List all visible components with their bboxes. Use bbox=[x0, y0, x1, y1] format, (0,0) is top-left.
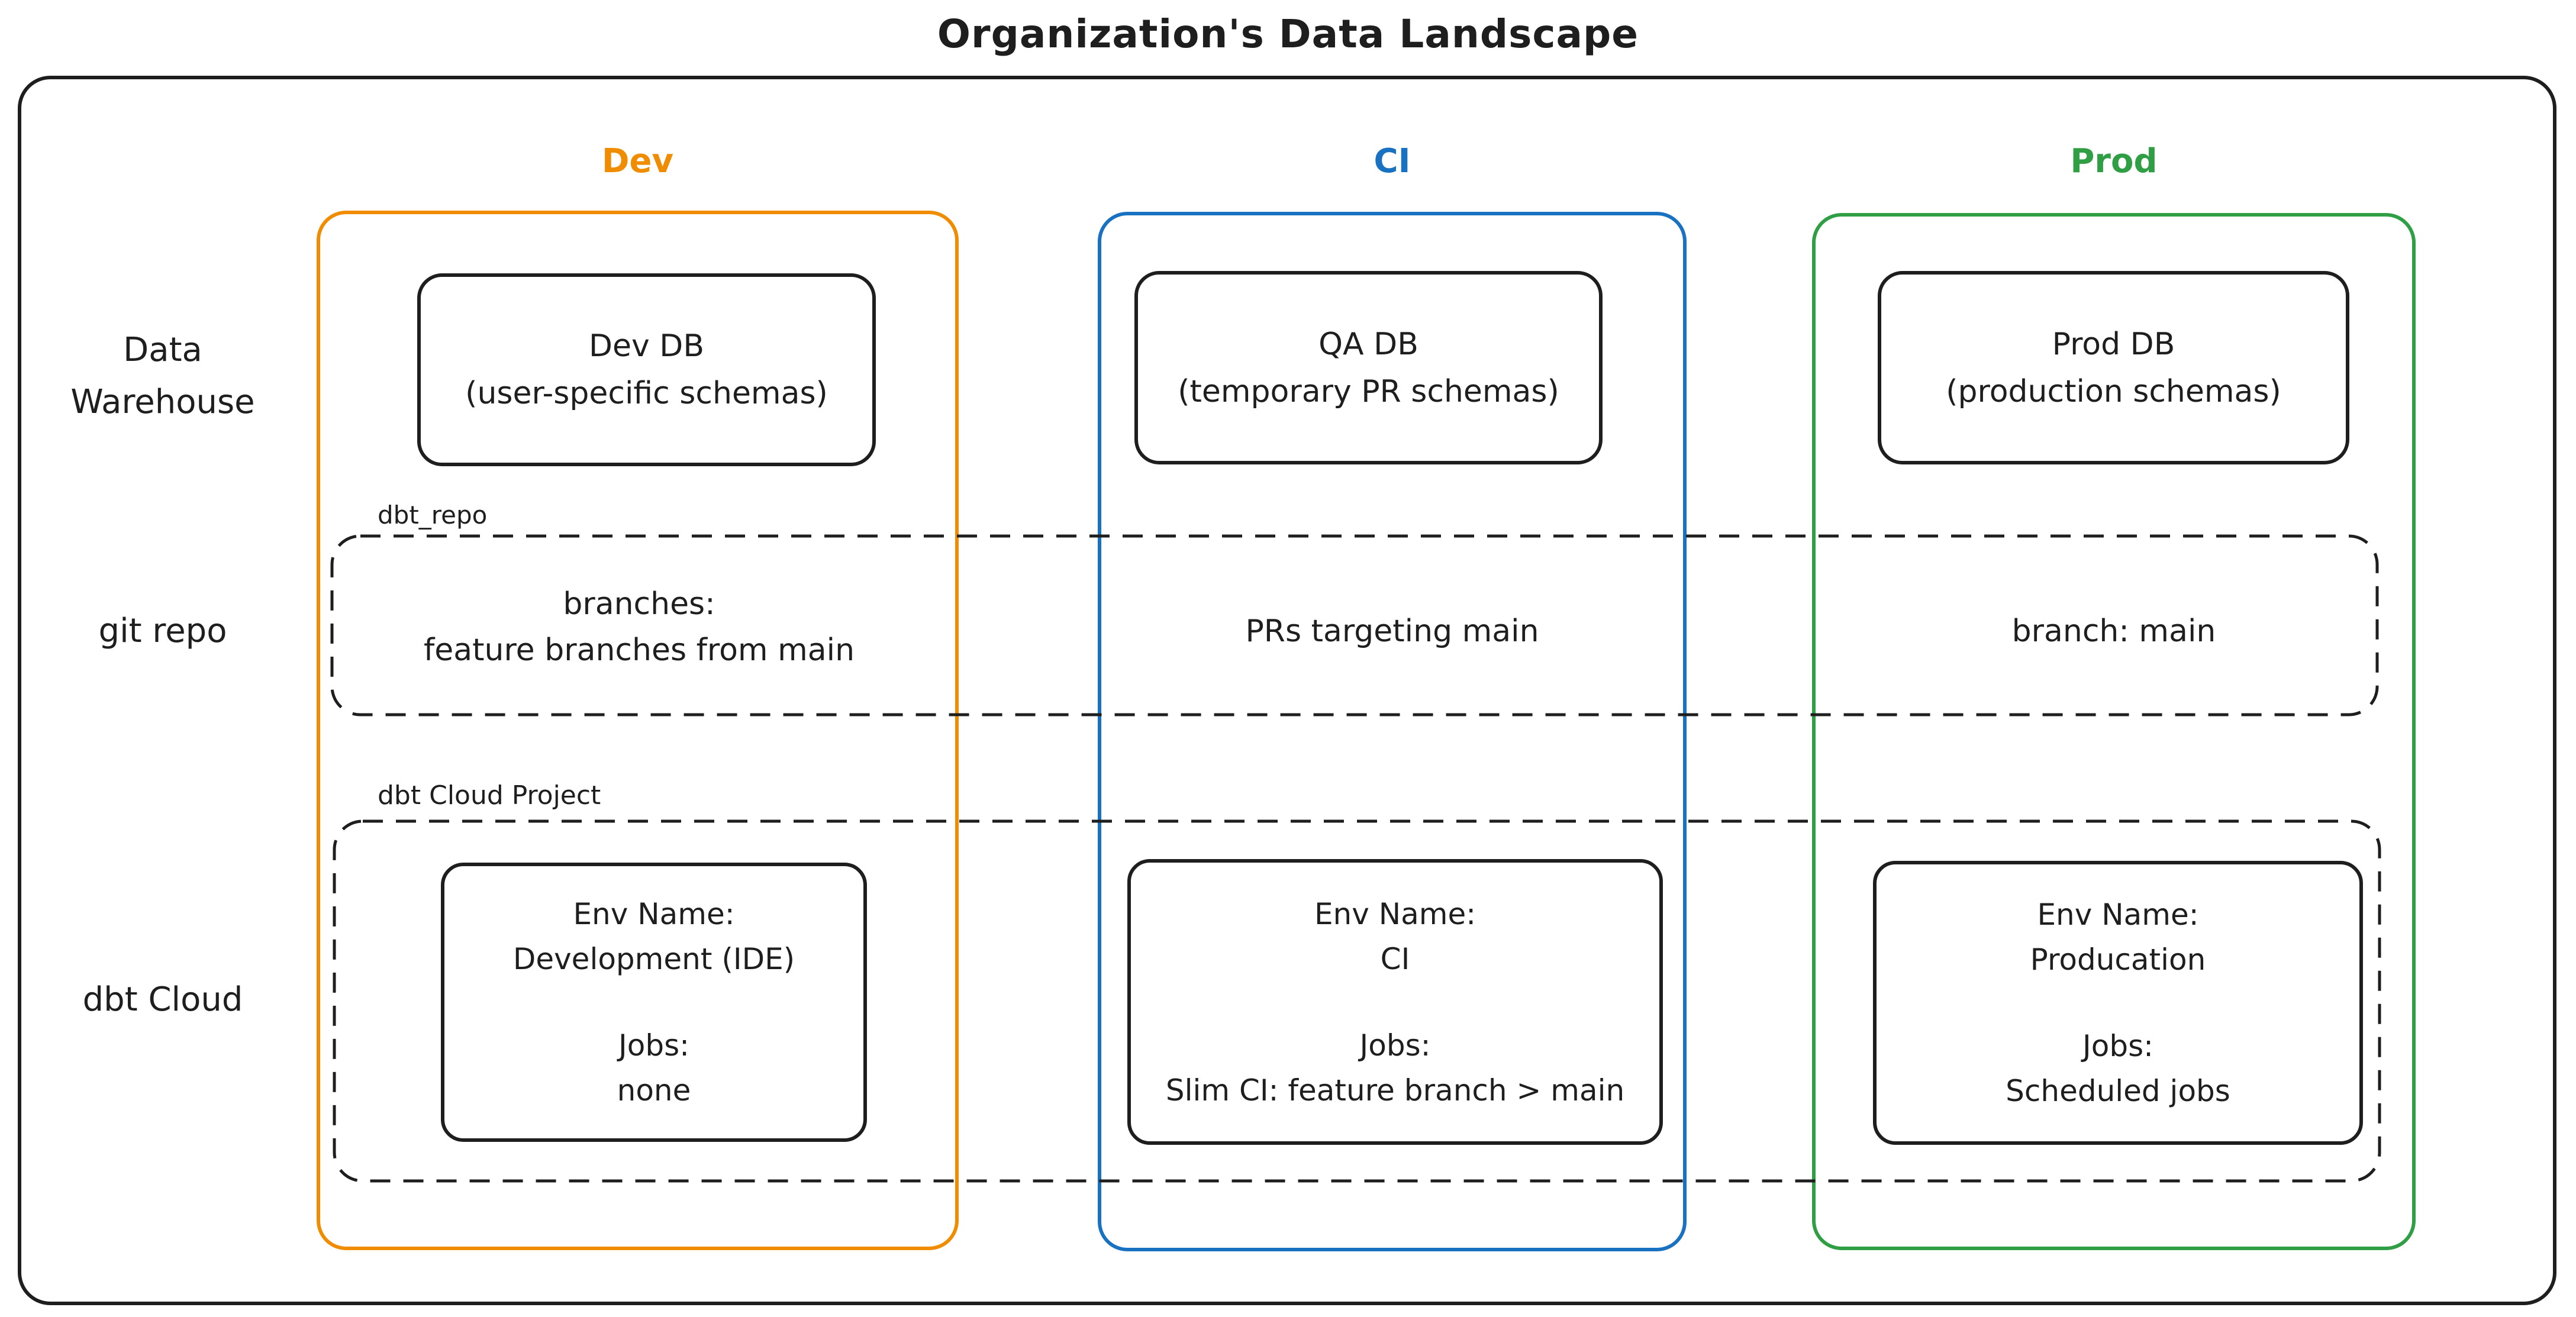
dev-db-name: Dev DB bbox=[588, 328, 705, 364]
ci-env-name-label: Env Name: bbox=[1314, 896, 1476, 931]
dev-column-box bbox=[317, 211, 959, 1250]
dev-env-name-label: Env Name: bbox=[573, 897, 735, 931]
prod-env-name-value: Producation bbox=[2030, 942, 2206, 977]
prod-db-name: Prod DB bbox=[2052, 326, 2175, 362]
git-dev-line2: feature branches from main bbox=[423, 632, 855, 668]
prod-db-desc: (production schemas) bbox=[1946, 373, 2281, 409]
qa-db-desc: (temporary PR schemas) bbox=[1178, 373, 1559, 409]
ci-jobs-value: Slim CI: feature branch > main bbox=[1165, 1073, 1625, 1108]
dev-env-name-value: Development (IDE) bbox=[512, 942, 795, 976]
diagram-frame bbox=[18, 76, 2556, 1305]
dbt-repo-dashed-container bbox=[330, 534, 2379, 716]
row-label-dbt-cloud: dbt Cloud bbox=[82, 980, 243, 1019]
prod-env-box: Env Name: Producation Jobs: Scheduled jo… bbox=[1873, 861, 2363, 1145]
git-ci-text: PRs targeting main bbox=[1245, 614, 1539, 649]
dev-jobs-value: none bbox=[617, 1073, 691, 1108]
qa-db-box: QA DB (temporary PR schemas) bbox=[1134, 271, 1603, 464]
ci-jobs-label: Jobs: bbox=[1359, 1028, 1431, 1063]
prod-db-box: Prod DB (production schemas) bbox=[1878, 271, 2349, 464]
qa-db-name: QA DB bbox=[1318, 326, 1418, 362]
prod-column-box bbox=[1812, 213, 2416, 1250]
row-label-git-repo: git repo bbox=[98, 612, 227, 650]
prod-env-name-label: Env Name: bbox=[2037, 898, 2199, 932]
dbt-repo-container-label: dbt_repo bbox=[378, 501, 488, 530]
git-prod-text: branch: main bbox=[2011, 614, 2216, 649]
ci-env-box: Env Name: CI Jobs: Slim CI: feature bran… bbox=[1127, 859, 1663, 1145]
dbt-cloud-project-container-label: dbt Cloud Project bbox=[378, 780, 601, 811]
page-title: Organization's Data Landscape bbox=[937, 11, 1639, 57]
prod-jobs-label: Jobs: bbox=[2082, 1029, 2153, 1063]
git-dev-line1: branches: bbox=[563, 586, 715, 622]
prod-column-label: Prod bbox=[2070, 142, 2158, 180]
dev-db-desc: (user-specific schemas) bbox=[465, 376, 828, 411]
prod-jobs-value: Scheduled jobs bbox=[2006, 1074, 2230, 1108]
dev-db-box: Dev DB (user-specific schemas) bbox=[417, 273, 876, 466]
row-label-data-warehouse: Data Warehouse bbox=[36, 324, 290, 428]
ci-env-name-value: CI bbox=[1380, 941, 1410, 976]
row-label-data-warehouse-line1: Data bbox=[123, 331, 202, 369]
row-label-data-warehouse-line2: Warehouse bbox=[70, 383, 255, 421]
dev-jobs-label: Jobs: bbox=[618, 1028, 689, 1063]
dev-env-box: Env Name: Development (IDE) Jobs: none bbox=[441, 863, 867, 1142]
git-dev-text: branches: feature branches from main bbox=[320, 581, 959, 673]
dev-column-label: Dev bbox=[602, 142, 673, 180]
ci-column-box bbox=[1098, 212, 1687, 1251]
dbt-cloud-project-dashed-container bbox=[333, 819, 2381, 1183]
ci-column-label: CI bbox=[1374, 142, 1411, 180]
